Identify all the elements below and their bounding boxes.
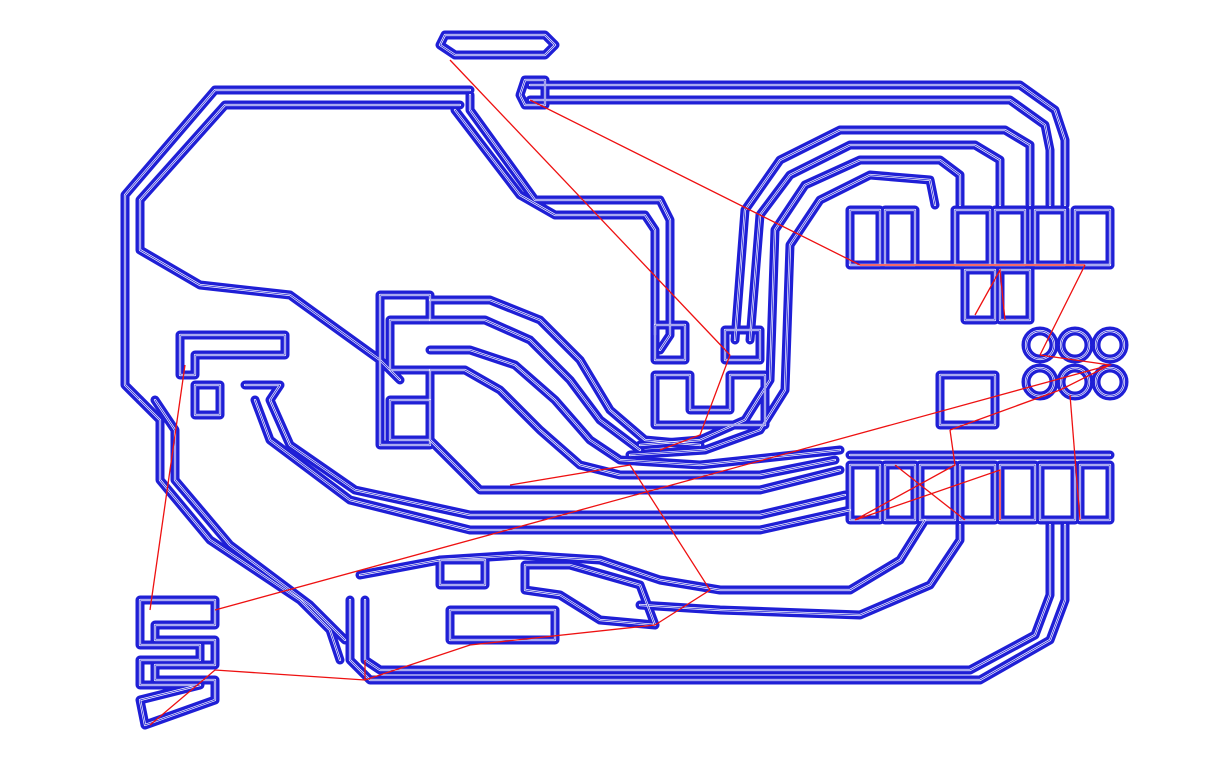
travel-line-2 [529, 99, 861, 266]
trace-round-pad-5-edge [1060, 367, 1090, 397]
trace-zigzag-pad-edge [139, 599, 216, 726]
travel-line-15 [149, 669, 366, 726]
trace-center-diag-4-edge [429, 369, 836, 476]
trace-top-long-bar-2-edge [529, 99, 1051, 206]
trace-s-curve-1-edge [734, 129, 1031, 341]
trace-pad-u-small-edge [964, 269, 1031, 321]
trace-left-curve-3-edge [139, 399, 341, 661]
trace-outer-top-left-loop-edge [124, 89, 471, 401]
trace-lower-pad-1-edge [439, 559, 486, 586]
trace-round-pad-1-edge [1025, 330, 1055, 360]
trace-square-pad-edge [939, 374, 996, 426]
trace-s-curve-3-edge [639, 159, 961, 446]
trace-pad-l1-edge [849, 464, 881, 521]
trace-round-pad-3-edge [1095, 330, 1125, 360]
trace-top-descend-2-edge [454, 109, 656, 336]
travel-line-6 [1039, 264, 1086, 356]
trace-top-descend-edge [469, 94, 671, 351]
trace-top-pad-edge [439, 34, 556, 56]
trace-left-pad-top-edge [179, 334, 286, 376]
travel-line-11 [854, 429, 1001, 521]
trace-left-pad-small-edge [194, 384, 221, 416]
travel-line-9 [214, 364, 1111, 611]
trace-center-lower-edge [429, 399, 841, 491]
travel-line-10 [1069, 394, 1081, 521]
trace-pad-l4-edge [959, 464, 996, 521]
trace-pad-l3-edge [919, 464, 956, 521]
trace-lower-loop-outer-edge [359, 519, 926, 591]
travel-line-14 [364, 624, 656, 681]
travel-line-5 [974, 267, 1006, 321]
trace-round-pad-2-edge [1060, 330, 1090, 360]
trace-lower-pad-2-edge [524, 564, 656, 626]
trace-lower-mid-edge [639, 524, 961, 616]
trace-center-u-pad-edge [654, 374, 766, 426]
trace-top-long-bar-edge [529, 84, 1066, 206]
toolpath-traces [120, 30, 1129, 730]
travel-line-12 [894, 464, 966, 521]
trace-pad-l2-edge [884, 464, 916, 521]
travel-line-1 [449, 59, 731, 356]
trace-center-diag-1-edge [429, 299, 701, 446]
trace-pad-l6-edge [1039, 464, 1076, 521]
trace-round-pad-6-edge [1095, 367, 1125, 397]
travel-line-3 [659, 354, 731, 451]
trace-top-left-inner-edge [139, 104, 461, 381]
trace-center-diag-3-edge [429, 349, 841, 466]
trace-pad-l7-edge [1079, 464, 1111, 521]
trace-left-curve-2-edge [254, 399, 851, 531]
trace-left-curve-1-edge [244, 384, 846, 516]
trace-top-pad-2-edge [519, 79, 546, 106]
trace-left-curve-4-edge [154, 399, 346, 641]
trace-lower-pad-3-edge [449, 609, 556, 641]
travel-line-16 [149, 364, 186, 611]
trace-s-curve-4-edge [629, 174, 936, 456]
travel-line-8 [949, 389, 1061, 431]
trace-lower-loop-inner-edge [349, 524, 1066, 681]
travel-moves [149, 59, 1113, 726]
trace-center-diag-2-edge [429, 319, 641, 451]
travel-line-13 [509, 464, 711, 626]
trace-round-pad-4-edge [1025, 367, 1055, 397]
